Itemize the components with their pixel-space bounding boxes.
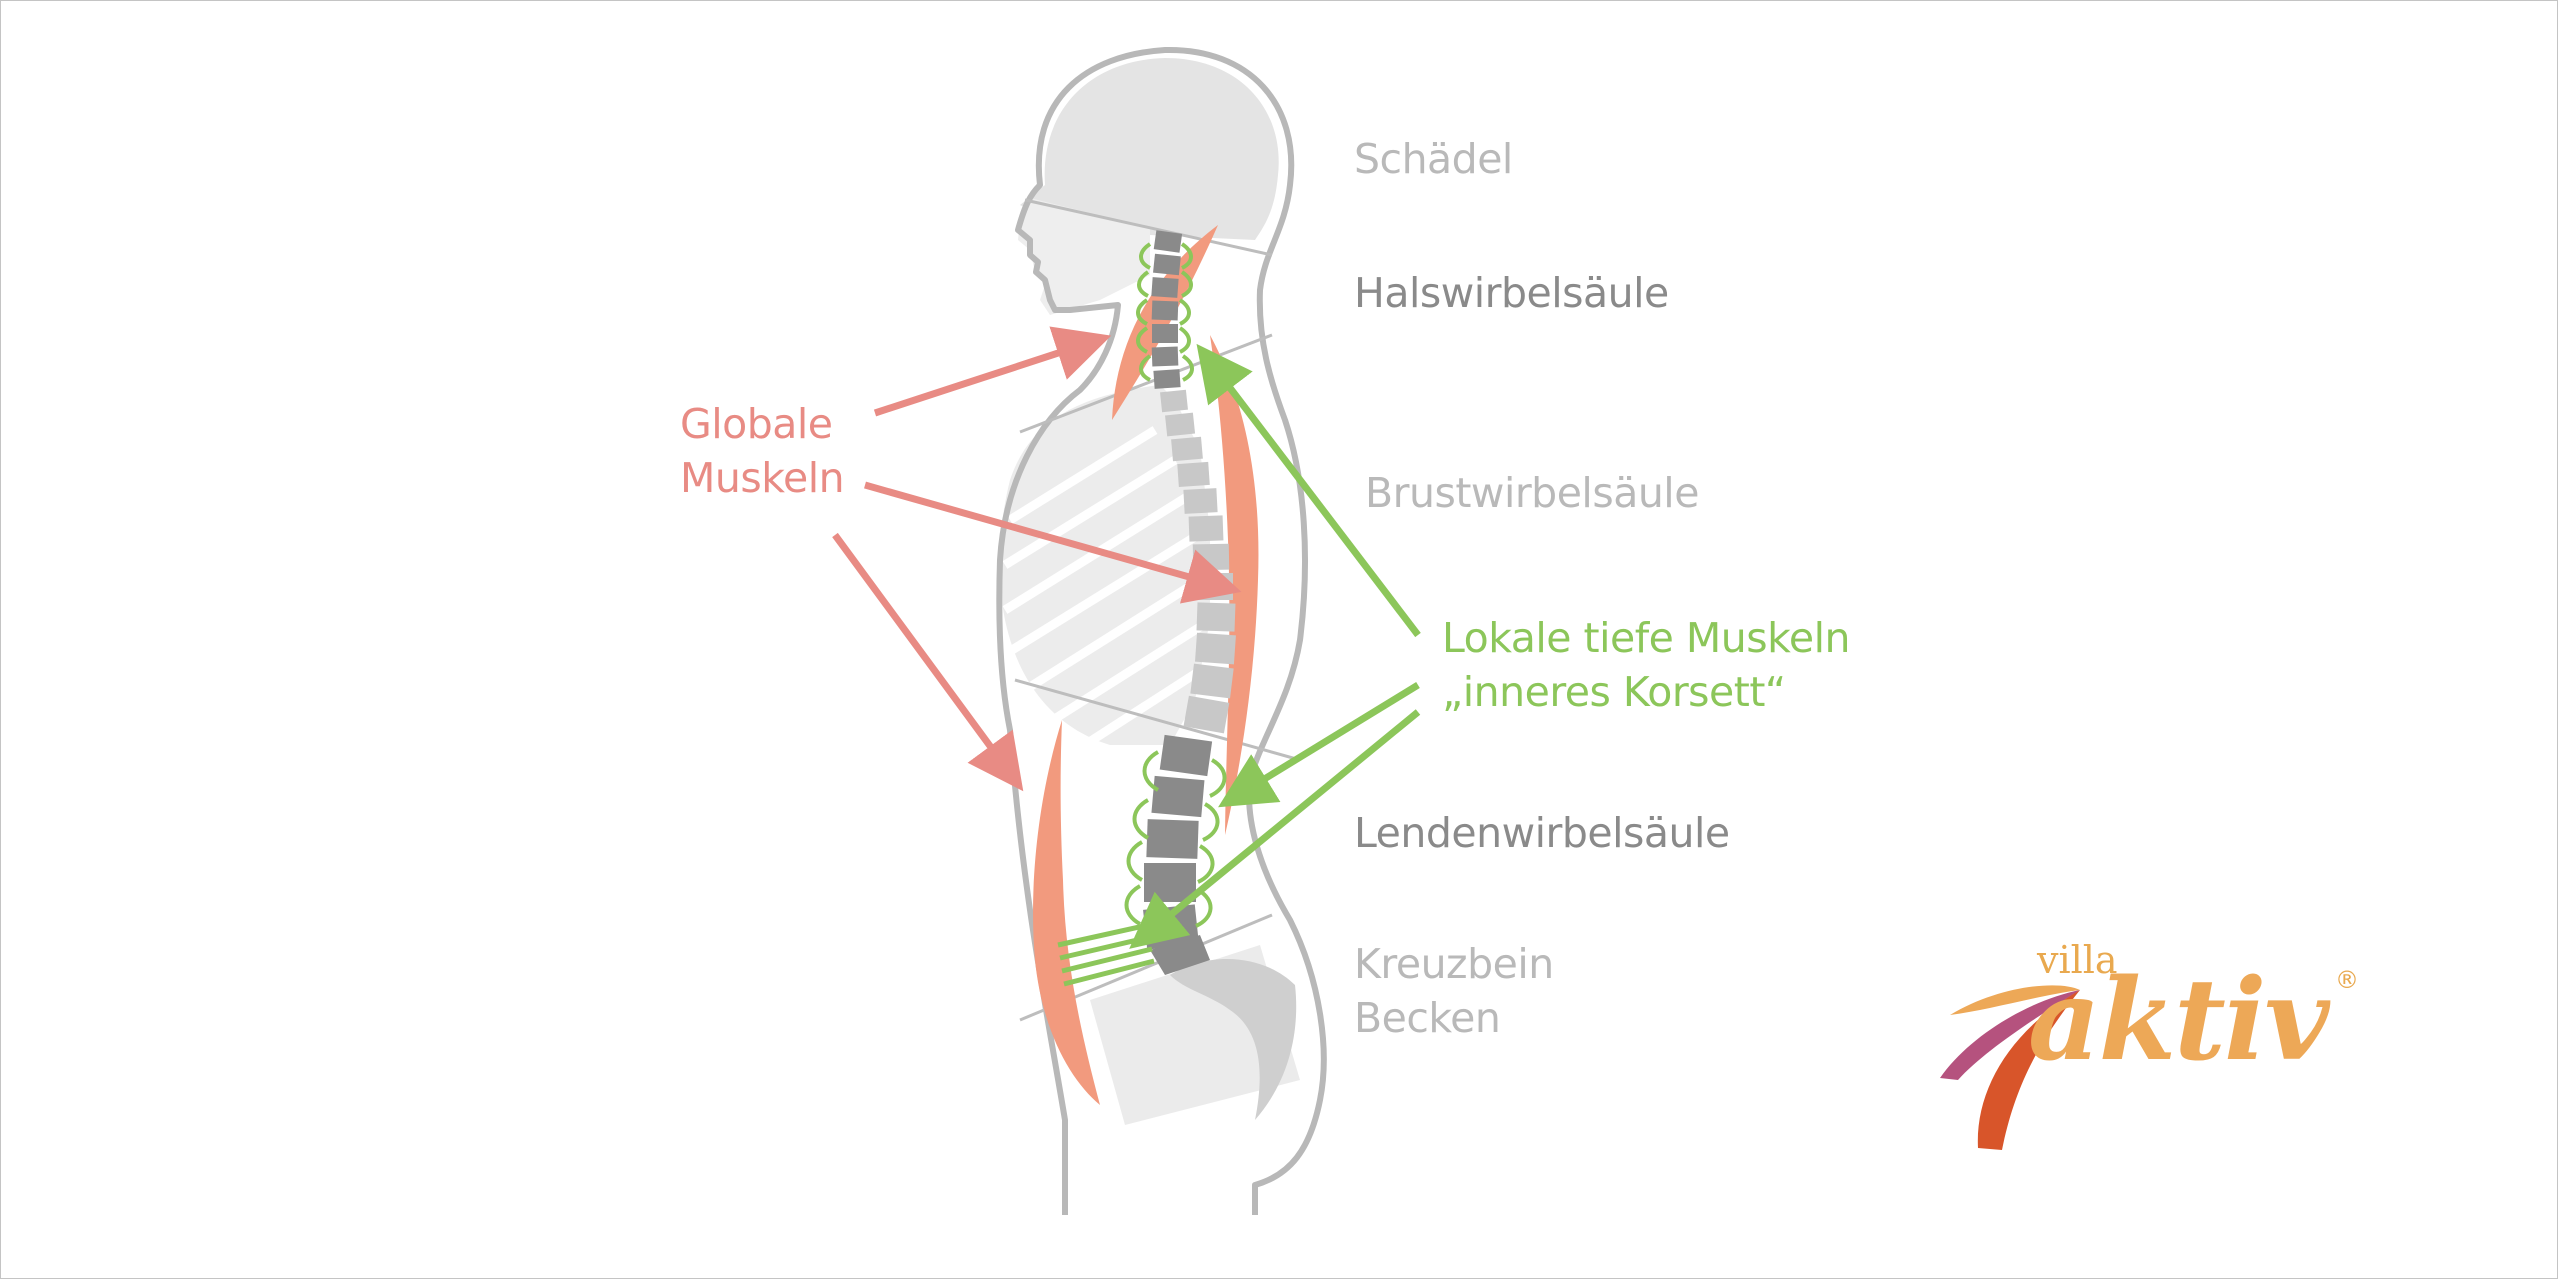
- face-shape: [1018, 198, 1150, 315]
- label-pelvis: Becken: [1354, 994, 1501, 1042]
- abdominal-muscle: [1033, 720, 1100, 1105]
- head-shape: [1020, 58, 1279, 240]
- cervical-vertebrae: [1151, 230, 1183, 389]
- lumbar-vertebrae: [1143, 734, 1213, 950]
- local-deep-muscles: [1124, 242, 1227, 928]
- body-outline: [996, 46, 1327, 1215]
- logo-swoosh-red: [1977, 990, 2080, 1150]
- label-local-muscles-line2: „inneres Korsett“: [1442, 668, 1786, 716]
- logo-villa-text: villa: [2037, 938, 2118, 982]
- logo-swoosh-orange: [1950, 985, 2080, 1015]
- sacrum-vertebra: [1150, 935, 1210, 975]
- neck-muscle: [1112, 225, 1218, 420]
- label-local-muscles-line1: Lokale tiefe Muskeln: [1442, 614, 1851, 662]
- arrow-to-neck-muscle: [873, 326, 1112, 417]
- logo-swoosh-purple: [1940, 990, 2080, 1080]
- label-global-muscles-line1: Globale: [680, 400, 833, 448]
- abdominal-deep-muscle: [1057, 922, 1155, 987]
- logo-registered-mark: ®: [2335, 966, 2359, 994]
- label-lumbar-spine: Lendenwirbelsäule: [1354, 809, 1730, 857]
- logo-swoosh: [1940, 985, 2080, 1150]
- label-cervical-spine: Halswirbelsäule: [1354, 269, 1669, 317]
- arrow-to-abdominal-deep: [1129, 709, 1421, 949]
- sacrum-bone: [1170, 958, 1297, 1120]
- global-muscle-arrows: [832, 326, 1242, 792]
- label-thoracic-spine: Brustwirbelsäule: [1365, 469, 1699, 517]
- arrow-to-cervical-deep: [1196, 343, 1421, 638]
- label-sacrum: Kreuzbein: [1354, 940, 1554, 988]
- arrow-to-abdominal-muscle: [832, 532, 1024, 792]
- local-muscle-arrows: [1129, 343, 1421, 949]
- label-skull: Schädel: [1354, 135, 1513, 183]
- logo-aktiv-text: aktiv: [2028, 955, 2330, 1086]
- label-global-muscles-line2: Muskeln: [680, 454, 845, 502]
- arrow-to-lumbar-deep: [1218, 682, 1420, 808]
- arrow-to-back-muscle: [864, 481, 1242, 604]
